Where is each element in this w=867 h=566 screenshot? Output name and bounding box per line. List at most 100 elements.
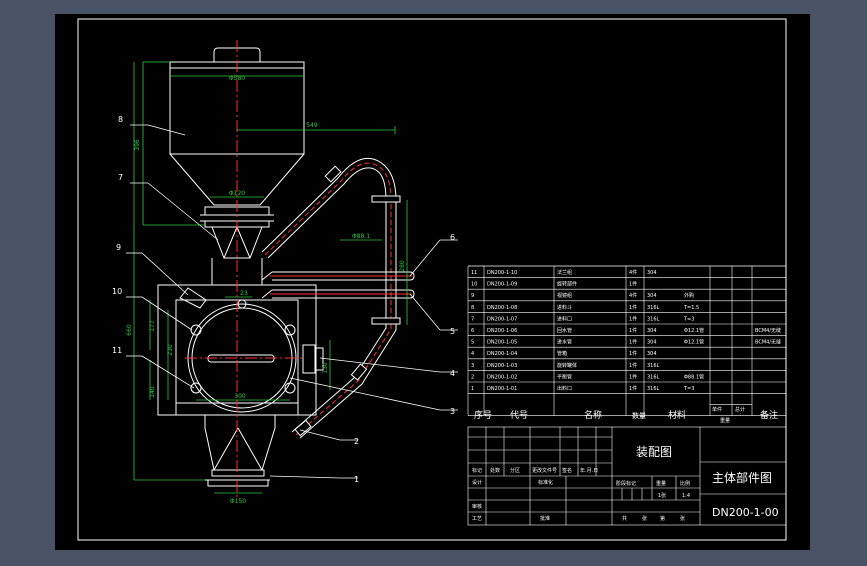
bom-header-name: 名称 bbox=[584, 409, 602, 421]
dim-overall-height: 660 bbox=[126, 324, 133, 336]
dimension-labels: Φ580 396 660 Φ120 549 177 230 140 300 23… bbox=[126, 75, 406, 505]
tb-page-label: 张 bbox=[680, 515, 685, 522]
title-block-labels: 标记 处数 分区 更改文件号 签名 年.月.日 设计 标准化 审核 工艺 批准 … bbox=[472, 467, 690, 522]
bom-cell-no: 7 bbox=[471, 316, 474, 322]
callout-4: 4 bbox=[450, 369, 455, 378]
bom-cell-no: 5 bbox=[471, 340, 474, 346]
bom-cell-note: Φ12.1管 bbox=[684, 327, 704, 334]
bom-cell-name: 视镜组 bbox=[557, 292, 572, 299]
bom-cell-qty: 1件 bbox=[629, 339, 637, 346]
callout-2: 2 bbox=[354, 437, 359, 446]
bom-cell-qty: 1件 bbox=[629, 281, 637, 288]
bom-cell-code: DN200-1-05 bbox=[487, 340, 517, 346]
bom-cell-no: 11 bbox=[471, 270, 477, 276]
bom-cell-note2: BCM4/无缝 bbox=[755, 339, 781, 346]
bom-cell-name: 旋转部件 bbox=[557, 281, 577, 288]
bom-cell-name: 平衡管 bbox=[557, 373, 572, 380]
bom-cell-mat: 304 bbox=[647, 328, 657, 334]
bom-cell-mat: 316L bbox=[647, 363, 660, 369]
callout-7: 7 bbox=[118, 173, 123, 182]
bom-cell-qty: 4件 bbox=[629, 269, 637, 276]
bom-header-no: 序号 bbox=[474, 409, 492, 421]
bom-cell-name: 进料斗 bbox=[557, 304, 572, 311]
bom-cell-no: 2 bbox=[471, 374, 474, 380]
callout-8: 8 bbox=[118, 115, 123, 124]
bom-header: 序号 代号 名称 数量 材料 单件 总计 重量 备注 bbox=[474, 406, 778, 424]
bom-cell-no: 9 bbox=[471, 293, 474, 299]
callout-6: 6 bbox=[450, 233, 455, 242]
bom-cell-code: DN200-1-04 bbox=[487, 351, 517, 357]
title-block-grid bbox=[467, 426, 787, 526]
bom-cell-qty: 1件 bbox=[629, 350, 637, 357]
drawing-number: DN200-1-00 bbox=[712, 506, 779, 519]
callout-3: 3 bbox=[450, 407, 455, 416]
bom-cell-note: 外购 bbox=[684, 292, 694, 299]
callout-11: 11 bbox=[112, 346, 122, 355]
bom-header-note: 备注 bbox=[760, 409, 778, 421]
bom-cell-qty: 1件 bbox=[629, 373, 637, 380]
bom-table: 11 DN200-1-10 法兰组 4件 304 10 DN200-1-09 旋转部件 1件 9 视… bbox=[467, 265, 787, 424]
bom-cell-name: 法兰组 bbox=[557, 269, 572, 276]
bom-cell-mat: 304 bbox=[647, 293, 657, 299]
dim-lower-height: 140 bbox=[149, 386, 156, 398]
bom-cell-name: 回水管 bbox=[557, 327, 572, 334]
dim-right-small: 130 bbox=[322, 362, 329, 374]
tb-date: 年.月.日 bbox=[580, 467, 598, 474]
bom-cell-code: DN200-1-07 bbox=[487, 316, 517, 322]
bom-cell-no: 8 bbox=[471, 305, 474, 311]
bom-cell-code: DN200-1-08 bbox=[487, 305, 517, 311]
callout-1: 1 bbox=[354, 475, 359, 484]
dim-pipe-dia: Φ88.1 bbox=[352, 233, 370, 240]
tb-count: 处数 bbox=[490, 467, 500, 474]
bom-cell-mat: 316L bbox=[647, 316, 660, 322]
bom-cell-name: 进水管 bbox=[557, 339, 572, 346]
bom-header-qty: 数量 bbox=[632, 411, 646, 420]
tb-sheet-count: 1张 bbox=[658, 492, 666, 499]
tb-scale-value: 1:4 bbox=[682, 493, 690, 499]
bom-cell-qty: 1件 bbox=[629, 304, 637, 311]
bom-cell-qty: 4件 bbox=[629, 292, 637, 299]
bom-cell-mat: 304 bbox=[647, 270, 657, 276]
bom-cell-name: 管箱 bbox=[557, 350, 567, 357]
bom-cell-name: 旋转罐体 bbox=[557, 362, 577, 369]
bom-cell-code: DN200-1-10 bbox=[487, 270, 517, 276]
tb-change-doc: 更改文件号 bbox=[532, 467, 557, 474]
bom-cell-qty: 1件 bbox=[629, 385, 637, 392]
bom-cell-no: 10 bbox=[471, 282, 477, 288]
title-block-main: 装配图 主体部件图 DN200-1-00 bbox=[636, 445, 779, 519]
bom-header-code: 代号 bbox=[510, 410, 528, 421]
dim-neck-width: Φ120 bbox=[229, 190, 245, 197]
tb-approve: 批准 bbox=[540, 515, 550, 522]
bom-header-weight: 重量 bbox=[720, 417, 730, 424]
bom-cell-note: T=3 bbox=[683, 316, 694, 322]
bom-cell-code: DN200-1-03 bbox=[487, 363, 517, 369]
bom-cell-qty: 1件 bbox=[629, 362, 637, 369]
callout-5: 5 bbox=[450, 327, 455, 336]
dim-pipe-span: 549 bbox=[306, 122, 318, 129]
bom-cell-mat: 304 bbox=[647, 351, 657, 357]
bom-cell-code: DN200-1-09 bbox=[487, 282, 517, 288]
dim-small-width: 23 bbox=[240, 290, 248, 297]
water-pipes bbox=[261, 271, 415, 299]
dim-body-height: 396 bbox=[134, 139, 141, 151]
callout-numbers: 8 7 9 10 11 1 2 3 4 5 6 bbox=[112, 115, 455, 484]
tb-zone: 分区 bbox=[510, 467, 520, 474]
bom-cell-no: 6 bbox=[471, 328, 474, 334]
tb-page: 第 bbox=[660, 515, 665, 522]
callout-leaders bbox=[126, 124, 458, 479]
bom-cell-code: DN200-1-02 bbox=[487, 374, 517, 380]
bom-cell-code: DN200-1-06 bbox=[487, 328, 517, 334]
bom-header-mat: 材料 bbox=[668, 409, 686, 421]
bom-cell-no: 1 bbox=[471, 386, 474, 392]
bom-cell-name: 出料口 bbox=[557, 385, 572, 392]
dim-top-width: Φ580 bbox=[229, 75, 245, 82]
bom-cell-note2: BCM4/无缝 bbox=[755, 327, 781, 334]
bom-header-total: 总计 bbox=[735, 406, 745, 413]
bom-cell-note: Φ12.1管 bbox=[684, 339, 704, 346]
tb-total: 共 bbox=[622, 515, 627, 522]
tb-process: 工艺 bbox=[472, 516, 482, 522]
bom-cell-code: DN200-1-01 bbox=[487, 386, 517, 392]
dimension-lines bbox=[133, 61, 408, 494]
bom-cell-mat: 316L bbox=[647, 386, 660, 392]
